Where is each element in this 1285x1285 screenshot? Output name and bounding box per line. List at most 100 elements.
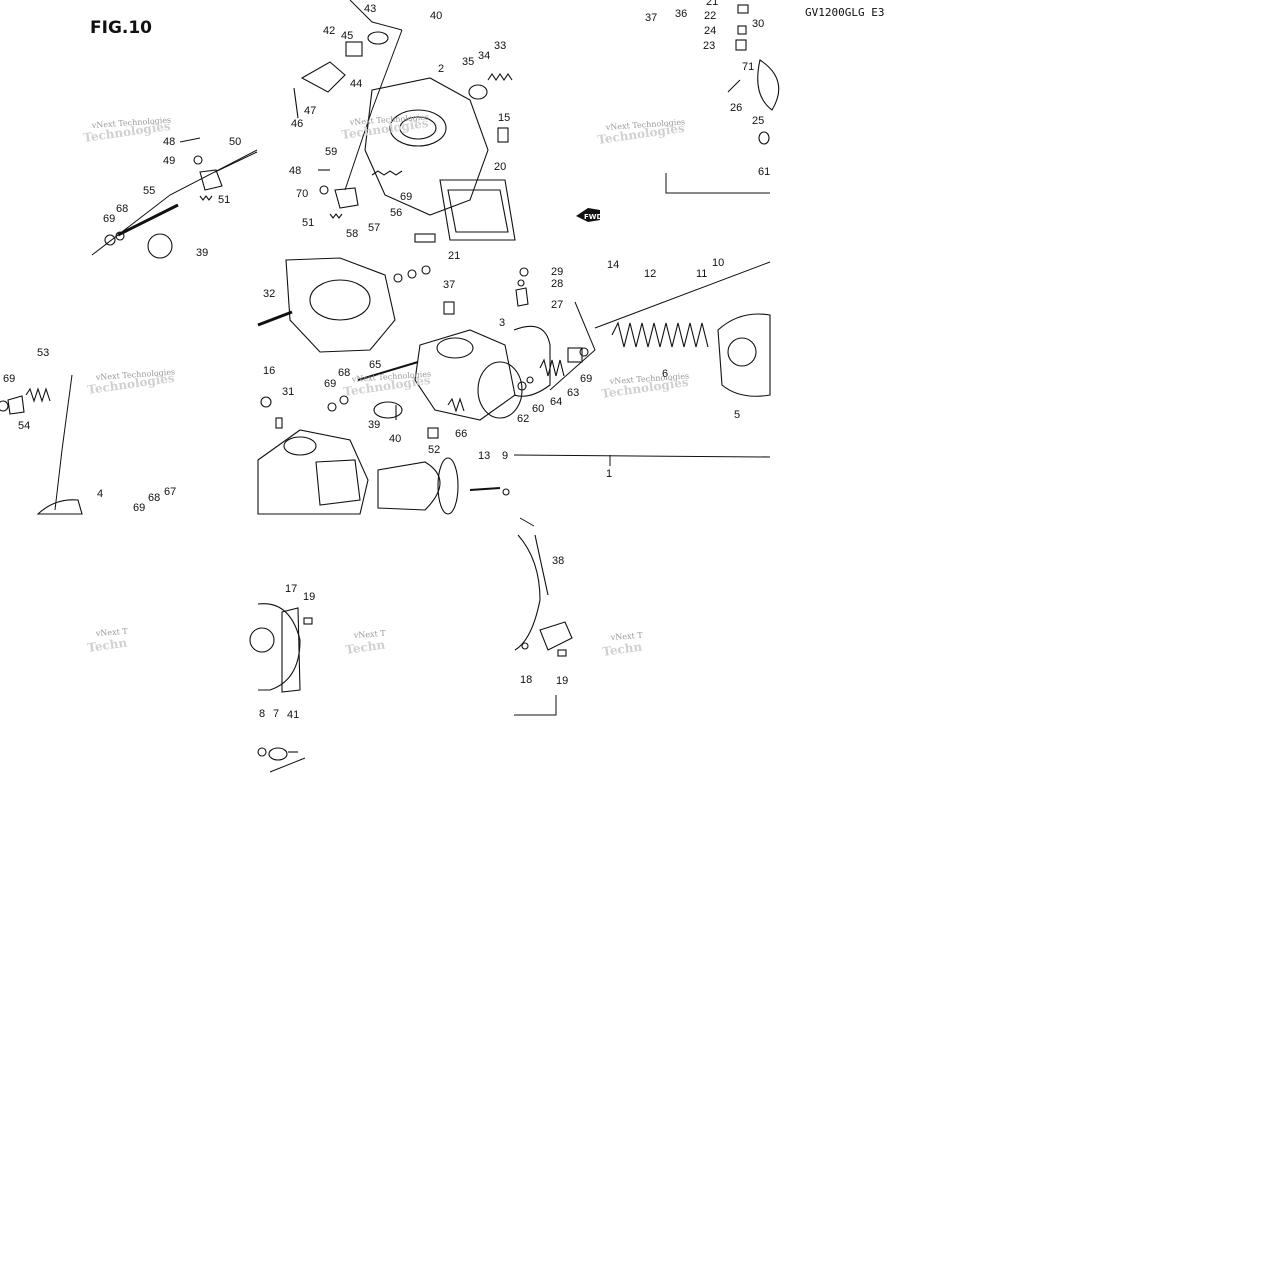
callout-35: 35 xyxy=(462,56,474,68)
callout-25: 25 xyxy=(752,115,764,127)
callout-40: 40 xyxy=(389,433,401,445)
callout-57: 57 xyxy=(368,222,380,234)
callout-67: 67 xyxy=(164,486,176,498)
callout-51: 51 xyxy=(218,194,230,206)
callout-15: 15 xyxy=(498,112,510,124)
callout-45: 45 xyxy=(341,30,353,42)
callout-54: 54 xyxy=(18,420,30,432)
model-code: GV1200GLG E3 xyxy=(805,6,884,19)
callout-39: 39 xyxy=(368,419,380,431)
callout-7: 7 xyxy=(273,708,279,720)
callout-43: 43 xyxy=(364,3,376,15)
watermark-text: Techn xyxy=(601,640,643,659)
callout-39: 39 xyxy=(196,247,208,259)
float-chamber-parts xyxy=(249,517,573,773)
callout-71: 71 xyxy=(742,61,754,73)
callout-26: 26 xyxy=(730,102,742,114)
callout-63: 63 xyxy=(567,387,579,399)
callout-33: 33 xyxy=(494,40,506,52)
fwd-arrow-icon xyxy=(576,208,600,222)
callout-65: 65 xyxy=(369,359,381,371)
callout-21: 21 xyxy=(706,0,718,8)
callout-23: 23 xyxy=(703,40,715,52)
left-linkage-parts xyxy=(0,387,83,515)
callout-44: 44 xyxy=(350,78,362,90)
watermark-text: vNext T xyxy=(610,631,644,642)
callout-21: 21 xyxy=(448,250,460,262)
callout-47: 47 xyxy=(304,105,316,117)
callout-56: 56 xyxy=(390,207,402,219)
callout-13: 13 xyxy=(478,450,490,462)
callout-41: 41 xyxy=(287,709,299,721)
callout-60: 60 xyxy=(532,403,544,415)
watermark-text: Techn xyxy=(86,636,128,655)
figure-title: FIG.10 xyxy=(90,18,152,38)
callout-53: 53 xyxy=(37,347,49,359)
callout-42: 42 xyxy=(323,25,335,37)
callout-62: 62 xyxy=(517,413,529,425)
callout-10: 10 xyxy=(712,257,724,269)
callout-69: 69 xyxy=(324,378,336,390)
callout-32: 32 xyxy=(263,288,275,300)
watermark-text: vNext T xyxy=(353,629,387,640)
callout-31: 31 xyxy=(282,386,294,398)
watermark-text: vNext T xyxy=(95,627,129,638)
callout-37: 37 xyxy=(443,279,455,291)
callout-20: 20 xyxy=(494,161,506,173)
callout-27: 27 xyxy=(551,299,563,311)
callout-61: 61 xyxy=(758,166,770,178)
callout-5: 5 xyxy=(734,409,740,421)
callout-19: 19 xyxy=(303,591,315,603)
callout-9: 9 xyxy=(502,450,508,462)
callout-34: 34 xyxy=(478,50,490,62)
callout-38: 38 xyxy=(552,555,564,567)
callout-19: 19 xyxy=(556,675,568,687)
callout-24: 24 xyxy=(704,25,716,37)
callout-69: 69 xyxy=(133,502,145,514)
callout-37: 37 xyxy=(645,12,657,24)
callout-55: 55 xyxy=(143,185,155,197)
callout-6: 6 xyxy=(662,368,668,380)
callout-69: 69 xyxy=(103,213,115,225)
callout-46: 46 xyxy=(291,118,303,130)
callout-49: 49 xyxy=(163,155,175,167)
callout-11: 11 xyxy=(696,268,707,280)
callout-51: 51 xyxy=(302,217,314,229)
throttle-parts-upper-right: FWD xyxy=(576,4,780,222)
callout-14: 14 xyxy=(607,259,619,271)
callout-30: 30 xyxy=(752,18,764,30)
carburetor-assembly-middle xyxy=(54,257,771,515)
callout-58: 58 xyxy=(346,228,358,240)
callout-12: 12 xyxy=(644,268,656,280)
callout-4: 4 xyxy=(97,488,103,500)
watermark-text: Techn xyxy=(344,638,386,657)
callout-29: 29 xyxy=(551,266,563,278)
callout-68: 68 xyxy=(148,492,160,504)
callout-50: 50 xyxy=(229,136,241,148)
callout-68: 68 xyxy=(116,203,128,215)
callout-69: 69 xyxy=(3,373,15,385)
callout-59: 59 xyxy=(325,146,337,158)
callout-48: 48 xyxy=(163,136,175,148)
fwd-label: FWD xyxy=(584,213,603,221)
callout-64: 64 xyxy=(550,396,562,408)
callout-17: 17 xyxy=(285,583,297,595)
callout-52: 52 xyxy=(428,444,440,456)
callout-2: 2 xyxy=(438,63,444,75)
callout-36: 36 xyxy=(675,8,687,20)
callout-69: 69 xyxy=(580,373,592,385)
callout-16: 16 xyxy=(263,365,275,377)
callout-40: 40 xyxy=(430,10,442,22)
callout-22: 22 xyxy=(704,10,716,22)
callout-70: 70 xyxy=(296,188,308,200)
carburetor-assembly-upper xyxy=(91,0,516,283)
callout-1: 1 xyxy=(606,468,612,480)
callout-28: 28 xyxy=(551,278,563,290)
callout-3: 3 xyxy=(499,317,505,329)
callout-8: 8 xyxy=(259,708,265,720)
callout-68: 68 xyxy=(338,367,350,379)
callout-48: 48 xyxy=(289,165,301,177)
